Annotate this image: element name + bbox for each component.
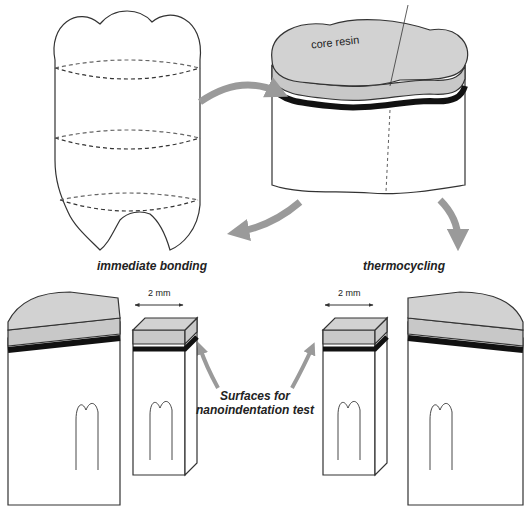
slice-right [323,305,387,475]
group-heading: thermocycling [363,260,445,274]
half-specimen-right [408,292,523,505]
dimension-label: 2 mm [148,288,171,298]
note-label: Surfaces for nanoindentation test [187,390,323,418]
bonded-specimen [272,5,468,194]
half-specimen-left [8,292,120,505]
dimension-label: 2 mm [338,288,361,298]
slice-left [133,305,197,475]
group-heading: immediate bonding [97,260,207,274]
tooth-drawing [54,11,201,250]
